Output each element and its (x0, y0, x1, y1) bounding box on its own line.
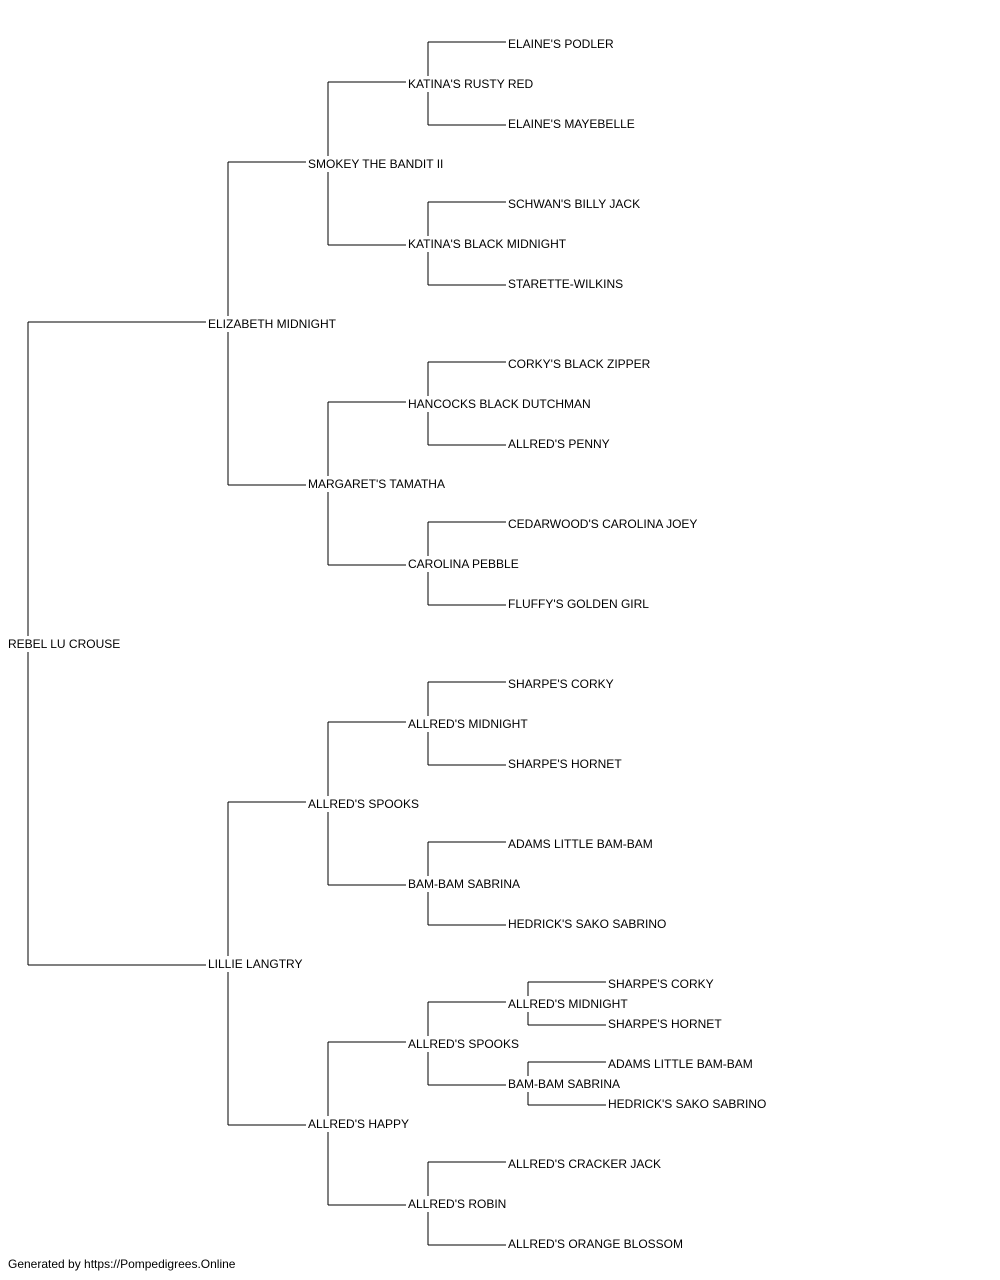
sire-sire-name: SMOKEY THE BANDIT II (308, 156, 444, 172)
dddd-name: ALLRED'S ORANGE BLOSSOM (508, 1236, 684, 1252)
dsds-name: ADAMS LITTLE BAM-BAM (508, 836, 653, 852)
sdd-name: CAROLINA PEBBLE (408, 556, 519, 572)
ddd-name: ALLRED'S ROBIN (408, 1196, 507, 1212)
sdds-name: CEDARWOOD'S CAROLINA JOEY (508, 516, 698, 532)
ddss-name: ALLRED'S MIDNIGHT (508, 996, 628, 1012)
ssdd-name: STARETTE-WILKINS (508, 276, 624, 292)
dss-name: ALLRED'S MIDNIGHT (408, 716, 528, 732)
dam-dam-name: ALLRED'S HAPPY (308, 1116, 409, 1132)
dsss-name: SHARPE'S CORKY (508, 676, 614, 692)
sssd-name: ELAINE'S MAYEBELLE (508, 116, 635, 132)
sddd-name: FLUFFY'S GOLDEN GIRL (508, 596, 649, 612)
sire-dam-name: MARGARET'S TAMATHA (308, 476, 445, 492)
dsd-name: BAM-BAM SABRINA (408, 876, 521, 892)
sds-name: HANCOCKS BLACK DUTCHMAN (408, 396, 591, 412)
ssss-name: ELAINE'S PODLER (508, 36, 614, 52)
dsdd-name: HEDRICK'S SAKO SABRINO (508, 916, 667, 932)
ddsds-name: ADAMS LITTLE BAM-BAM (608, 1056, 753, 1072)
dds-name: ALLRED'S SPOOKS (408, 1036, 519, 1052)
ddds-name: ALLRED'S CRACKER JACK (508, 1156, 661, 1172)
dssd-name: SHARPE'S HORNET (508, 756, 622, 772)
ddssd-name: SHARPE'S HORNET (608, 1016, 722, 1032)
dam-sire-name: ALLRED'S SPOOKS (308, 796, 419, 812)
ddsss-name: SHARPE'S CORKY (608, 976, 714, 992)
root-name: REBEL LU CROUSE (8, 636, 121, 652)
sire-name: ELIZABETH MIDNIGHT (208, 316, 337, 332)
dam-name: LILLIE LANGTRY (208, 956, 303, 972)
ddsd-name: BAM-BAM SABRINA (508, 1076, 621, 1092)
ddsdd-name: HEDRICK'S SAKO SABRINO (608, 1096, 767, 1112)
sss-name: KATINA'S RUSTY RED (408, 76, 534, 92)
sdss-name: CORKY'S BLACK ZIPPER (508, 356, 651, 372)
ssd-name: KATINA'S BLACK MIDNIGHT (408, 236, 567, 252)
sdsd-name: ALLRED'S PENNY (508, 436, 610, 452)
footer-credit: Generated by https://Pompedigrees.Online (8, 1257, 236, 1271)
ssds-name: SCHWAN'S BILLY JACK (508, 196, 641, 212)
